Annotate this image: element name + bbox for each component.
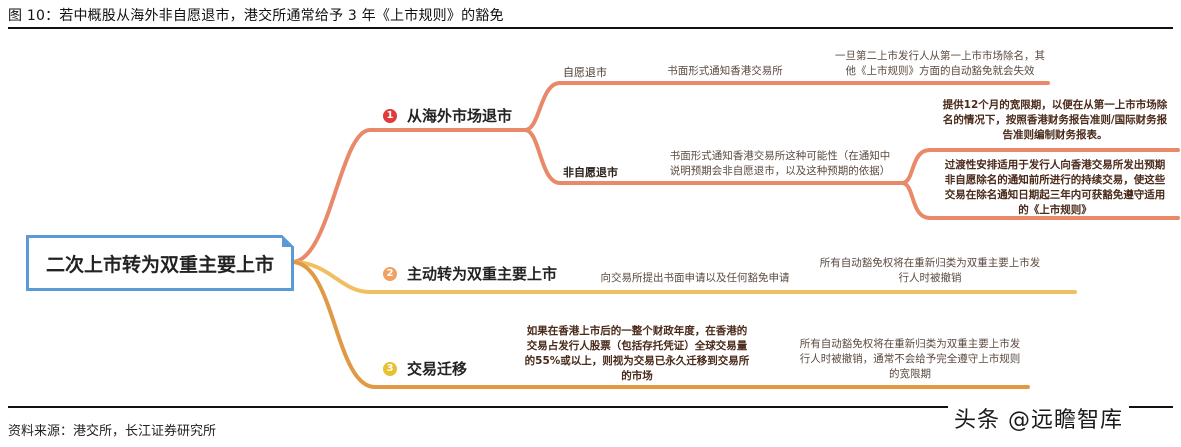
voluntary-connector — [523, 81, 1050, 132]
text-line: 的市场 — [621, 370, 653, 382]
conversion-procedure: 向交易所提出书面申请以及任何豁免申请 — [600, 272, 790, 284]
folded-corner-icon — [282, 235, 294, 247]
number-badge-icon: 2 — [383, 266, 397, 281]
involuntary-procedure: 书面形式通知香港交易所这种可能性（在通知中 说明预期会非自愿退市，以及这种预期的… — [660, 149, 900, 179]
text-line: 一旦第二上市发行人从第一上市市场除名，其 — [835, 50, 1045, 62]
text-line: 的55%或以上，则视为交易已永久迁移到交易所 — [524, 355, 750, 367]
text-line: 所有自动豁免权将在重新归类为双重主要上市发 — [819, 257, 1041, 269]
text-line: 行人时被撤销，通常不会给予完全遵守上市规则 — [799, 353, 1021, 365]
voluntary-delisting-node[interactable]: 自愿退市 — [563, 66, 607, 79]
branch3-connector — [290, 260, 1030, 389]
text-line: 非自愿除名的通知前所进行的持续交易，使这些 — [944, 174, 1166, 186]
voluntary-outcome: 一旦第二上市发行人从第一上市市场除名，其 他《上市规则》方面的自动豁免就会失效 — [820, 49, 1060, 79]
text-line: 他《上市规则》方面的自动豁免就会失效 — [845, 65, 1035, 77]
text-line: 书面形式通知香港交易所这种可能性（在通知中 — [669, 150, 891, 162]
conversion-outcome: 所有自动豁免权将在重新归类为双重主要上市发 行人时被撤销 — [810, 256, 1050, 286]
voluntary-procedure: 书面形式通知香港交易所 — [667, 65, 783, 77]
text-line: 交易占发行人股票（包括存托凭证）全球交易量 — [526, 340, 748, 352]
branch2-connector — [290, 260, 1077, 294]
branch-label: 主动转为双重主要上市 — [407, 265, 558, 283]
text-line: 告准则编制财务报表。 — [1002, 129, 1108, 141]
watermark: 头条 @远瞻智库 — [948, 402, 1129, 434]
text-line: 说明预期会非自愿退市，以及这种预期的依据） — [669, 165, 891, 177]
migration-condition: 如果在香港上市后的一整个财政年度，在香港的 交易占发行人股票（包括存托凭证）全球… — [512, 324, 762, 384]
grace-period-outcome: 提供12个月的宽限期，以便在从第一上市市场除 名的情况下，按照香港财务报告准则/… — [935, 98, 1175, 143]
number-badge-icon: 3 — [383, 361, 397, 376]
title-divider — [8, 27, 1173, 29]
branch-trading-migration[interactable]: 3 交易迁移 — [383, 358, 467, 379]
footer-divider — [8, 406, 1173, 408]
text-line: 交易在除名通知日期起三年内可获豁免遵守适用 — [944, 189, 1166, 201]
text-line: 行人时被撤销 — [898, 272, 962, 284]
involuntary-delisting-node[interactable]: 非自愿退市 — [563, 166, 618, 179]
migration-outcome: 所有自动豁免权将在重新归类为双重主要上市发 行人时被撤销，通常不会给予完全遵守上… — [790, 337, 1030, 382]
branch-overseas-delisting[interactable]: 1 从海外市场退市 — [383, 105, 512, 126]
root-label: 二次上市转为双重主要上市 — [45, 253, 274, 276]
text-line: 的宽限期 — [889, 368, 931, 380]
involuntary-outcome2-connector — [900, 181, 1180, 220]
figure-title: 图 10：若中概股从海外非自愿退市，港交所通常给予 3 年《上市规则》的豁免 — [8, 8, 504, 24]
text-line: 如果在香港上市后的一整个财政年度，在香港的 — [526, 325, 748, 337]
source-note: 资料来源：港交所，长江证券研究所 — [8, 424, 217, 439]
root-node[interactable]: 二次上市转为双重主要上市 — [26, 235, 294, 291]
branch-voluntary-conversion[interactable]: 2 主动转为双重主要上市 — [383, 263, 557, 284]
text-line: 名的情况下，按照香港财务报告准则/国际财务报 — [942, 114, 1168, 126]
transitional-arrangement-outcome: 过渡性安排适用于发行人向香港交易所发出预期 非自愿除名的通知前所进行的持续交易，… — [935, 158, 1175, 218]
involuntary-connector — [523, 128, 904, 185]
text-line: 提供12个月的宽限期，以便在从第一上市市场除 — [942, 99, 1168, 111]
branch-label: 交易迁移 — [407, 360, 468, 378]
text-line: 所有自动豁免权将在重新归类为双重主要上市发 — [799, 338, 1021, 350]
branch-label: 从海外市场退市 — [407, 107, 513, 125]
text-line: 过渡性安排适用于发行人向香港交易所发出预期 — [944, 159, 1166, 171]
text-line: 的《上市规则》 — [1018, 204, 1092, 216]
branch1-connector — [290, 128, 527, 264]
number-badge-icon: 1 — [383, 108, 397, 123]
